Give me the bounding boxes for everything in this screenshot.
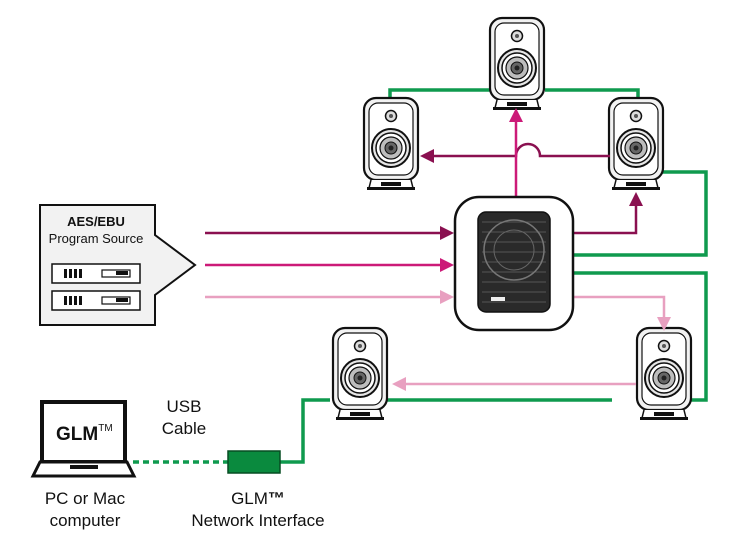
laptop-icon	[30, 400, 137, 478]
computer-caption-line1: PC or Mac	[45, 489, 126, 508]
usb-label-line2: Cable	[162, 419, 206, 438]
audio-signal-lines	[205, 120, 666, 386]
rack-unit-icon	[51, 263, 141, 284]
front-right-speaker-icon	[607, 96, 665, 192]
laptop-screen-trademark: TM	[98, 423, 112, 434]
source-subtitle: Program Source	[49, 231, 144, 246]
rear-left-speaker-icon	[331, 326, 389, 422]
front-left-speaker-icon	[362, 96, 420, 192]
network-interface-label-line2: Network Interface	[191, 511, 324, 530]
top-center-speaker-icon	[488, 16, 546, 112]
laptop-screen-text: GLMTM	[56, 423, 113, 445]
source-title: AES/EBU	[67, 214, 125, 229]
program-source-block: AES/EBU Program Source	[39, 204, 197, 326]
network-interface-device	[227, 450, 281, 474]
computer-caption-line2: computer	[50, 511, 121, 530]
rack-unit-icon	[51, 290, 141, 311]
signal-arrowheads	[392, 108, 671, 391]
usb-label-line1: USB	[167, 397, 202, 416]
rear-right-speaker-icon	[635, 326, 693, 422]
network-interface-label-line1: GLM™	[231, 489, 285, 508]
subwoofer-icon	[453, 195, 575, 332]
